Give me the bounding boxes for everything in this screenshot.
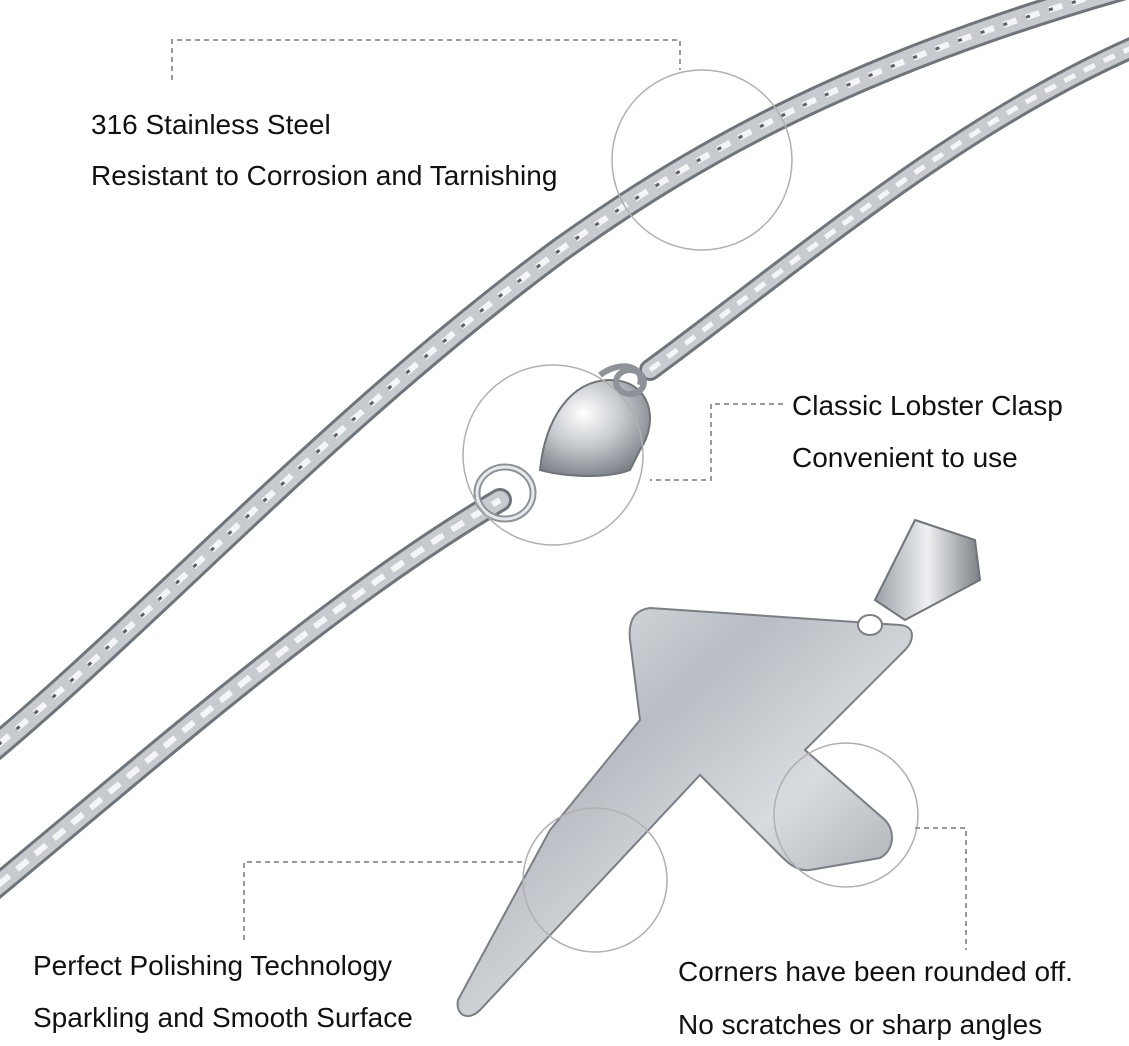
zoom-circle-polish (522, 807, 668, 953)
zoom-circles (462, 69, 919, 953)
leader-corners (915, 827, 967, 950)
cross-pendant (456, 518, 982, 1018)
zoom-circle-clasp (462, 364, 644, 546)
leader-polish (243, 861, 526, 940)
steel-title: 316 Stainless Steel (91, 109, 331, 140)
polish-subtitle: Sparkling and Smooth Surface (33, 1002, 413, 1033)
polish-title: Perfect Polishing Technology (33, 950, 393, 981)
leader-steel (171, 39, 681, 80)
zoom-circle-corners (773, 742, 919, 888)
zoom-circle-chain (611, 69, 793, 251)
clasp-subtitle: Convenient to use (792, 442, 1018, 473)
clasp-title: Classic Lobster Clasp (792, 390, 1063, 421)
leader-clasp (650, 403, 783, 481)
corners-subtitle: No scratches or sharp angles (678, 1009, 1043, 1040)
corners-title: Corners have been rounded off. (678, 956, 1073, 987)
leader-lines (171, 39, 967, 950)
chain-strand-lower (0, 37, 1129, 900)
chain-strand-upper (0, 0, 1127, 761)
steel-subtitle: Resistant to Corrosion and Tarnishing (91, 160, 558, 191)
lobster-clasp (473, 363, 651, 523)
